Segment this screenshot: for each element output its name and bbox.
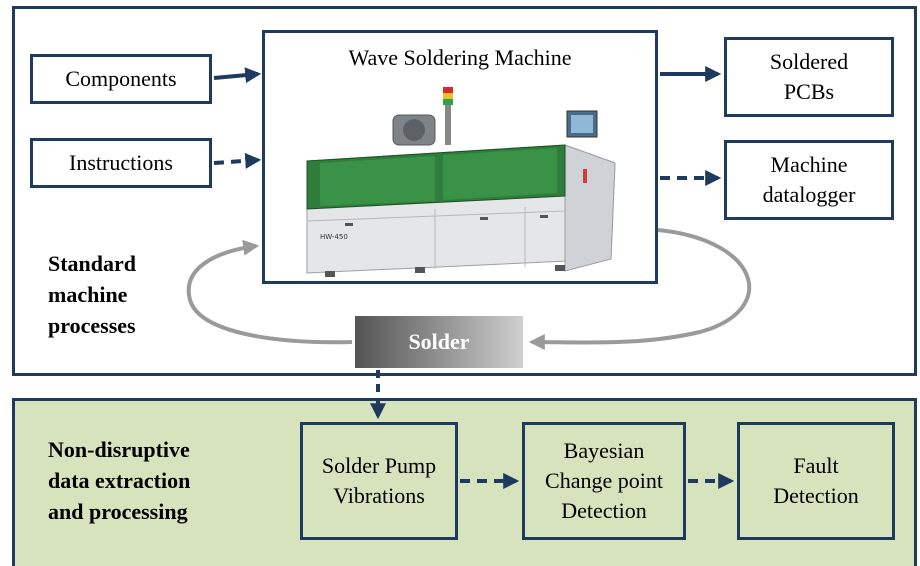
arrow-loop-machine-to-solder	[528, 228, 752, 351]
standard-processes-label: Standard machine processes	[48, 248, 136, 341]
solder-label: Solder	[408, 329, 470, 354]
nondisruptive-label: Non-disruptive data extraction and proce…	[48, 434, 190, 527]
nondisruptive-label-line3: and processing	[48, 499, 188, 524]
bayesian-label-line2: Change point	[545, 468, 663, 493]
fault-label-line2: Detection	[773, 483, 859, 508]
solder-box: Solder	[355, 316, 523, 368]
nondisruptive-label-line2: data extraction	[48, 468, 191, 493]
nondisruptive-label-line1: Non-disruptive	[48, 437, 190, 462]
machine-model-text: HW-450	[320, 233, 348, 241]
machine-datalogger-label-line1: Machine	[770, 152, 848, 177]
bayesian-change-point-box: Bayesian Change point Detection	[522, 422, 686, 540]
pump-label-line2: Vibrations	[333, 483, 425, 508]
soldered-pcbs-label-line1: Soldered	[769, 49, 849, 74]
fault-detection-box: Fault Detection	[737, 422, 895, 540]
wave-soldering-machine-box: Wave Soldering Machine HW-45	[262, 30, 658, 284]
standard-label-line1: Standard	[48, 251, 137, 276]
standard-label-line2: machine	[48, 282, 128, 307]
bayesian-label-line1: Bayesian	[563, 438, 645, 463]
soldered-pcbs-label-line2: PCBs	[783, 79, 835, 104]
components-label: Components	[65, 66, 177, 91]
arrow-loop-solder-to-machine	[186, 239, 353, 345]
machine-datalogger-box: Machine datalogger	[724, 140, 894, 220]
wave-soldering-machine-illustration: HW-450	[306, 87, 616, 277]
pump-label-line1: Solder Pump	[321, 453, 437, 478]
solder-pump-vibrations-box: Solder Pump Vibrations	[300, 422, 458, 540]
bayesian-label-line3: Detection	[561, 498, 647, 523]
soldered-pcbs-box: Soldered PCBs	[724, 37, 894, 117]
arrow-instructions-to-machine	[213, 152, 262, 169]
components-box: Components	[30, 54, 212, 104]
machine-title: Wave Soldering Machine	[348, 45, 572, 70]
fault-label-line1: Fault	[793, 453, 839, 478]
machine-datalogger-label-line2: datalogger	[762, 182, 856, 207]
standard-label-line3: processes	[48, 313, 136, 338]
instructions-box: Instructions	[30, 138, 212, 188]
arrow-components-to-machine	[213, 67, 262, 84]
instructions-label: Instructions	[69, 150, 173, 175]
